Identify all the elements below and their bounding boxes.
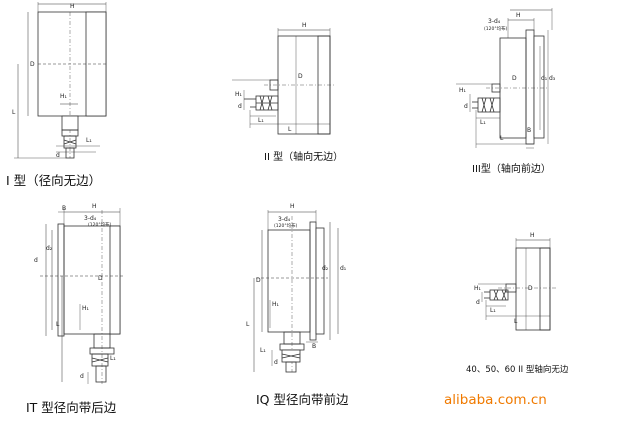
dim-l1: L₁ <box>260 347 266 354</box>
dim-d-stem: d <box>476 299 480 306</box>
dim-d-stem: d <box>274 359 278 366</box>
figure-type-2 <box>232 28 334 135</box>
dim-l1: L₁ <box>480 119 486 126</box>
dim-bolt-angle: (120°均布) <box>484 25 508 32</box>
caption-type-1: I 型（径向无边） <box>6 173 101 188</box>
dim-h: H <box>290 203 295 210</box>
figure-type-3 <box>456 8 553 149</box>
dim-h: H <box>70 3 75 10</box>
figure-type-1 <box>14 2 107 159</box>
dim-d: D <box>528 285 533 292</box>
dim-h: H <box>530 232 535 239</box>
caption-type-2: II 型（轴向无边） <box>264 150 343 163</box>
dim-l1: L₁ <box>86 137 92 144</box>
dim-bolt-holes: 3-d₄ <box>84 215 97 222</box>
caption-type-6: 40、50、60 II 型轴向无边 <box>466 364 569 375</box>
dim-l1: L₁ <box>110 355 116 362</box>
dim-l: L <box>246 321 250 328</box>
front-flange <box>309 221 317 341</box>
dim-l1: L₁ <box>258 117 264 124</box>
dim-bolt-holes: 3-d₄ <box>488 18 501 25</box>
dim-l1: L₁ <box>490 307 496 314</box>
dim-d-stem: d <box>80 373 84 380</box>
dim-d1: d₁ <box>340 265 347 272</box>
dim-l: L <box>288 126 292 133</box>
figure-type-6 <box>478 238 556 331</box>
dim-h1: H₁ <box>82 305 90 312</box>
figure-type-5 <box>253 210 339 373</box>
dim-d: D <box>256 277 261 284</box>
dim-bolt-angle: (120°均布) <box>88 221 112 228</box>
case-bezel <box>539 247 551 331</box>
dim-l: L <box>56 321 60 328</box>
case-body <box>267 229 311 333</box>
case-body <box>515 247 551 331</box>
dim-h1: H₁ <box>474 285 482 292</box>
dim-l: L <box>12 109 16 116</box>
figure-type-3-labels: 3-d₄ (120°均布) H D d₁ d₃ H₁ d L₁ L B <box>459 12 556 142</box>
dim-d2: d₂ <box>46 245 53 252</box>
dim-bolt-holes: 3-d₄ <box>278 216 291 223</box>
watermark: alibaba.com.cn <box>444 392 547 408</box>
figure-type-4-labels: B H 3-d₄ (120°均布) d d₂ D H₁ L L₁ d <box>34 203 116 380</box>
dim-d: D <box>98 275 103 282</box>
dim-d-flange: d <box>34 257 38 264</box>
figure-type-4 <box>40 208 124 384</box>
caption-type-3: III型（轴向前边） <box>472 162 551 175</box>
dim-d3: d₃ <box>549 75 556 82</box>
dim-d1: d₁ <box>541 75 548 82</box>
dim-d2: d₂ <box>322 265 329 272</box>
dim-bolt-angle: (120°均布) <box>274 222 298 229</box>
rear-flange <box>57 223 65 337</box>
dim-d: D <box>30 61 35 68</box>
dim-b: B <box>527 127 531 134</box>
caption-type-4: IT 型径向带后边 <box>26 400 117 415</box>
dim-l: L <box>514 318 518 325</box>
dim-h1: H₁ <box>272 301 280 308</box>
figure-type-2-labels: H D H₁ d L₁ L <box>235 22 307 133</box>
dim-d: D <box>512 75 517 82</box>
figure-type-5-labels: H 3-d₄ (120°均布) D d₂ d₁ H₁ L L₁ B d <box>246 203 347 366</box>
figure-type-6-labels: H D H₁ d L₁ L <box>474 232 535 325</box>
dim-d-stem: d <box>56 152 60 159</box>
dim-b: B <box>62 205 66 212</box>
dim-b: B <box>312 343 316 350</box>
dim-d-stem: d <box>238 103 242 110</box>
dim-h: H <box>92 203 97 210</box>
dim-h: H <box>516 12 521 19</box>
case-bezel <box>109 225 121 335</box>
figure-type-1-labels: H D L H₁ L₁ d <box>12 3 92 159</box>
dim-h1: H₁ <box>60 93 68 100</box>
caption-type-5: IQ 型径向带前边 <box>256 392 349 407</box>
dim-h1: H₁ <box>235 91 243 98</box>
dim-d-stem: d <box>464 103 468 110</box>
dim-d: D <box>298 73 303 80</box>
dim-l: L <box>500 135 504 142</box>
dim-h: H <box>302 22 307 29</box>
dim-h1: H₁ <box>459 87 467 94</box>
